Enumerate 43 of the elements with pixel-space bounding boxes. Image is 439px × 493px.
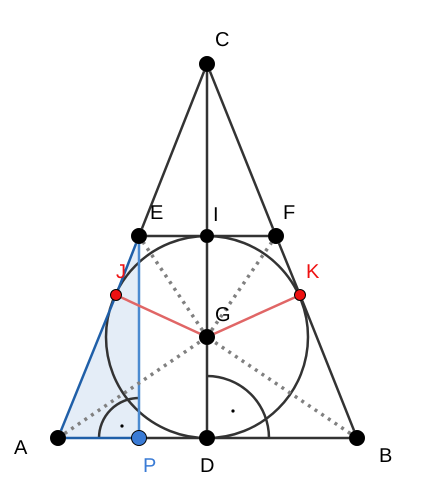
point-dot — [294, 289, 306, 301]
point-label: G — [215, 305, 231, 325]
point-dot — [349, 430, 365, 446]
line-segment — [66, 436, 131, 440]
point-dot — [131, 228, 147, 244]
point-dot — [199, 329, 215, 345]
dotted-line — [142, 242, 204, 332]
line-segment — [147, 436, 199, 440]
point-dot — [199, 430, 215, 446]
dotted-line — [64, 340, 202, 435]
dotted-line — [210, 242, 273, 332]
line-segment — [206, 72, 208, 229]
line-segment — [208, 70, 274, 230]
line-segment — [301, 300, 356, 432]
point-dot — [200, 229, 214, 243]
line-segment — [120, 296, 200, 335]
point-dot — [268, 228, 284, 244]
point-label: C — [215, 30, 230, 50]
point-label: A — [14, 438, 28, 458]
point-label: J — [116, 262, 126, 282]
line-segment — [140, 70, 206, 230]
point-label: B — [379, 446, 392, 466]
line-segment — [278, 242, 299, 290]
point-label: I — [213, 205, 219, 225]
point-label: K — [306, 262, 320, 282]
line-segment — [138, 244, 140, 430]
point-dot — [110, 289, 122, 301]
line-segment — [214, 296, 296, 335]
line-segment — [215, 436, 349, 440]
dotted-line — [212, 340, 352, 435]
line-segment — [60, 300, 115, 432]
line-segment — [214, 234, 268, 238]
point-label: D — [200, 456, 214, 476]
point-dot — [131, 430, 147, 446]
line-segment — [206, 243, 208, 329]
point-dot — [50, 430, 66, 446]
point-label: F — [283, 203, 296, 223]
line-segment — [147, 234, 200, 238]
point-label: E — [150, 203, 164, 223]
point-dot — [199, 56, 215, 72]
point-label: P — [143, 456, 156, 476]
line-segment — [117, 243, 138, 290]
line-segment — [206, 345, 208, 430]
